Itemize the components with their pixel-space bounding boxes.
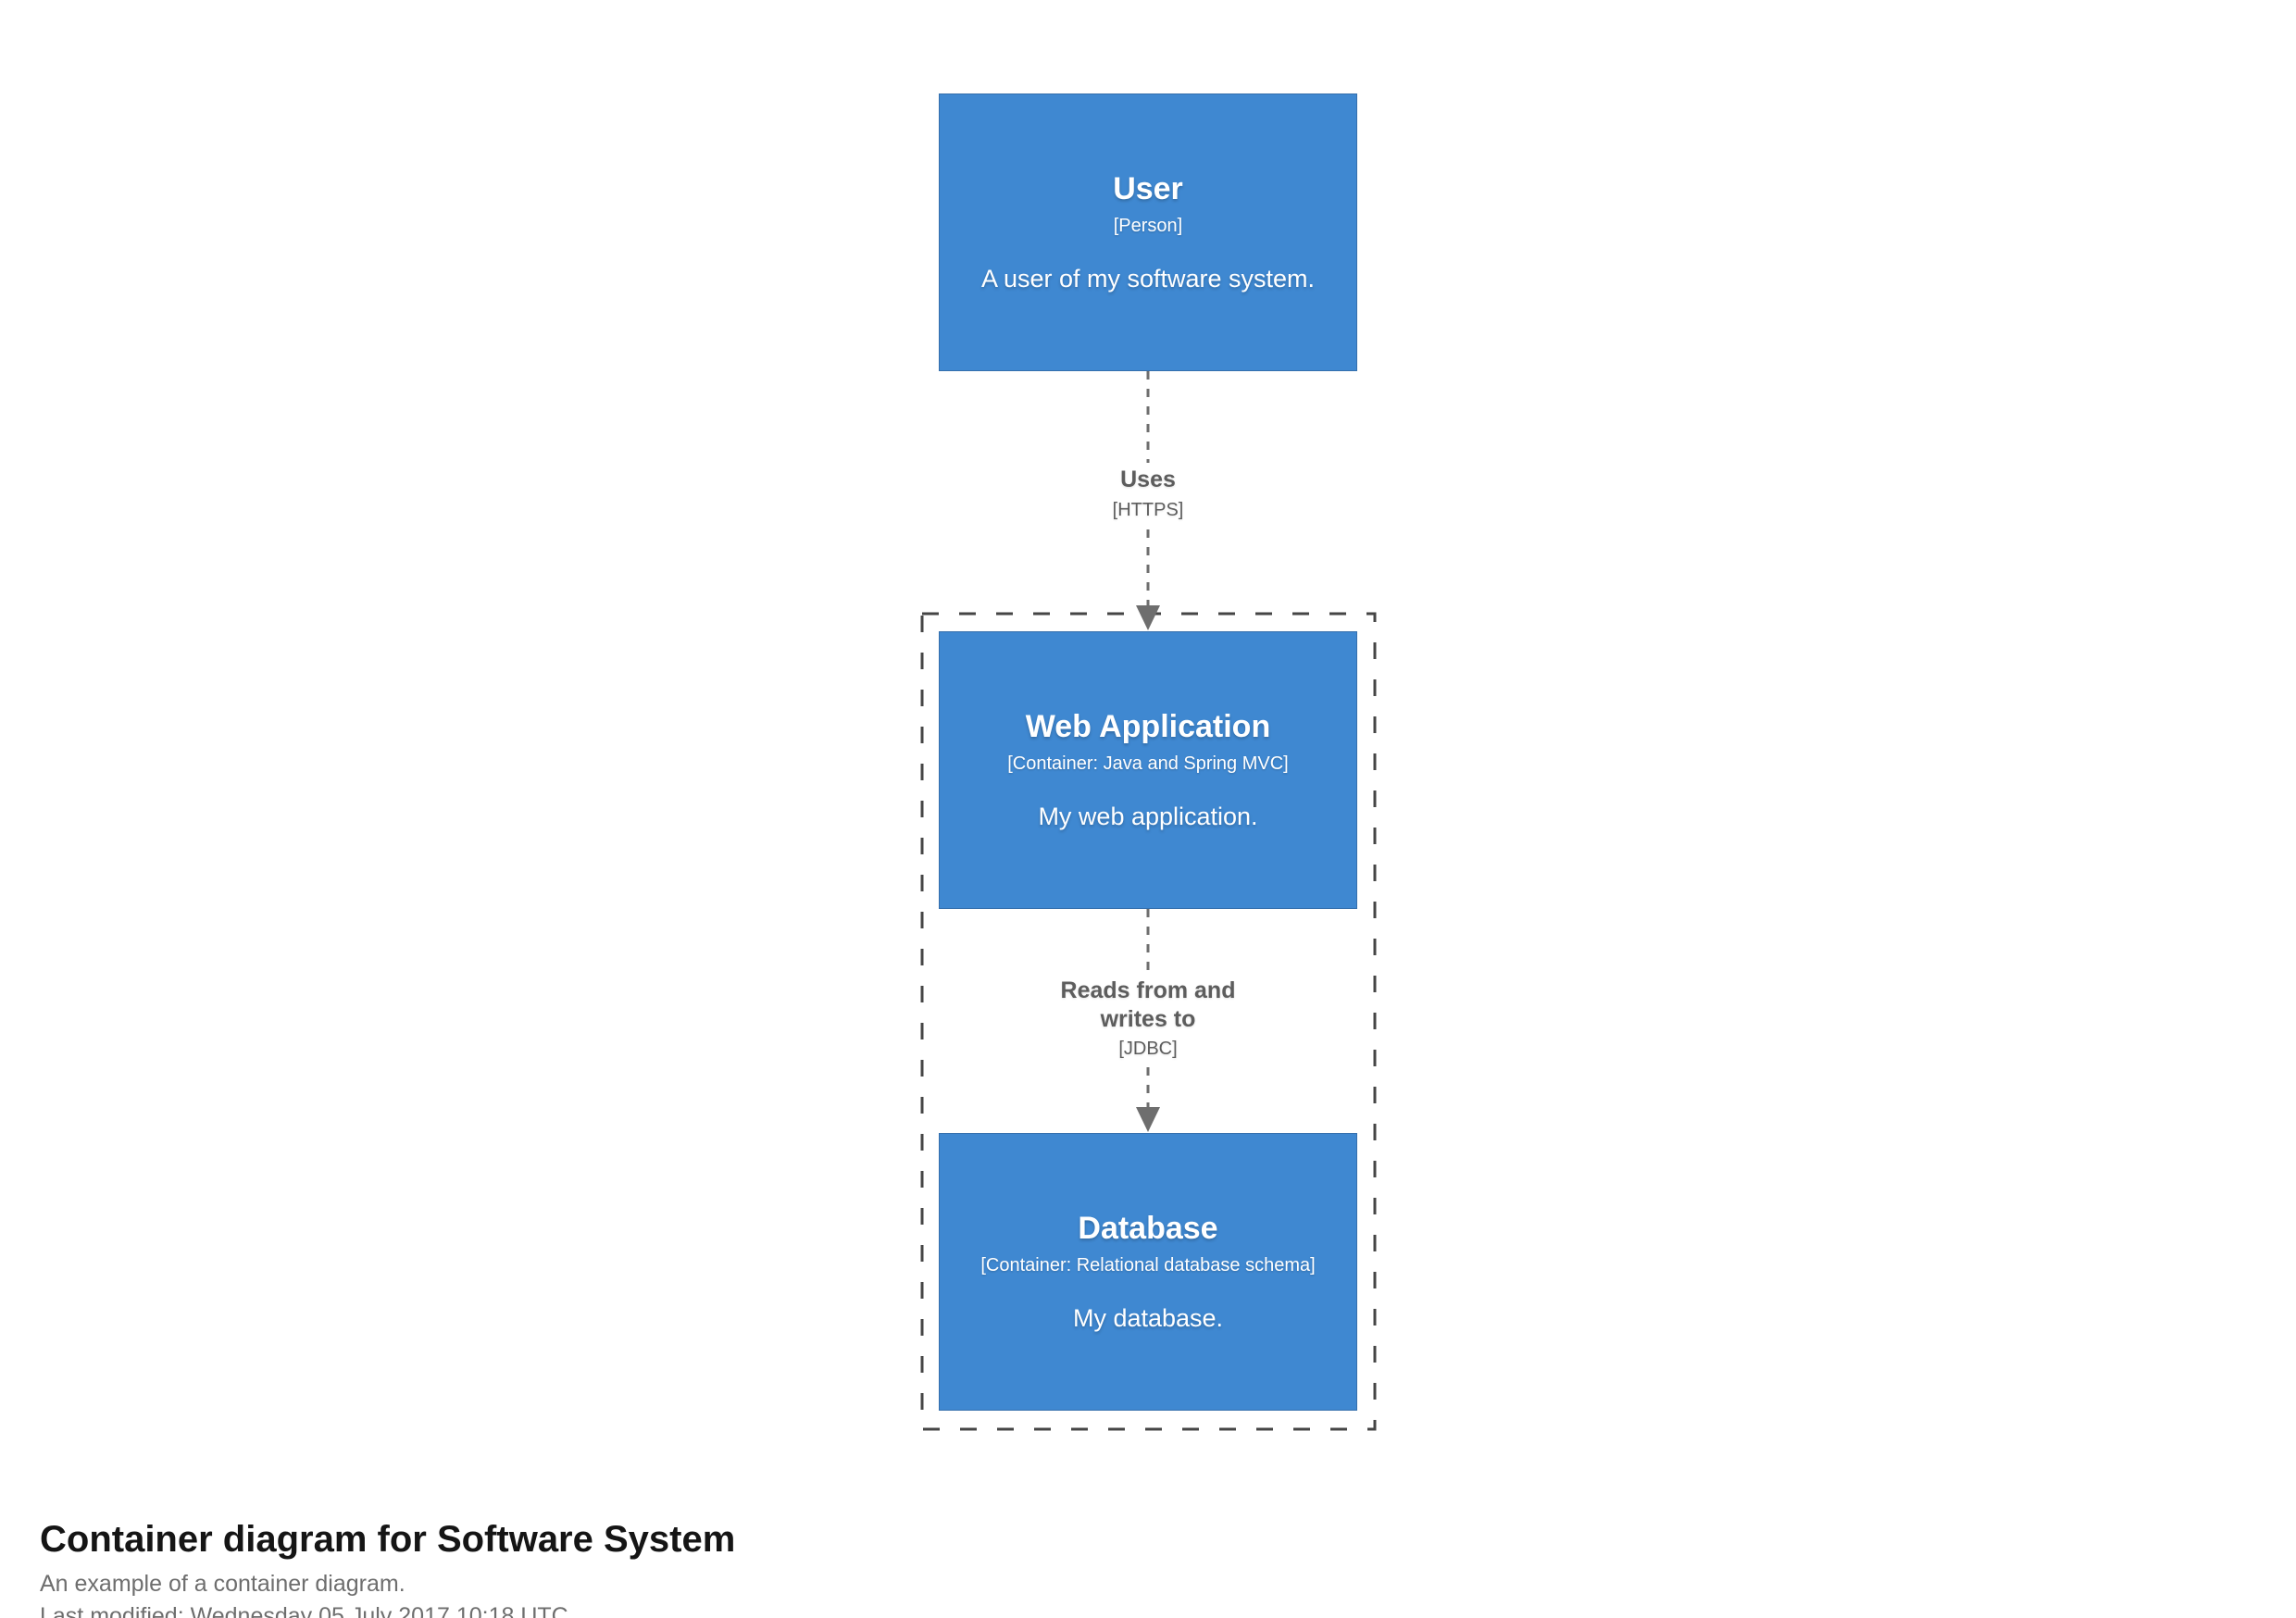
node-web-application-meta: [Container: Java and Spring MVC] — [1007, 753, 1289, 774]
node-web-application[interactable]: Web Application [Container: Java and Spr… — [939, 631, 1357, 909]
node-web-application-title: Web Application — [1025, 708, 1271, 744]
diagram-last-modified: Last modified: Wednesday 05 July 2017 10… — [40, 1603, 568, 1618]
edge-reads-writes-label-text: Reads from and writes to — [1060, 977, 1236, 1032]
edge-uses-label-text: Uses — [1120, 467, 1176, 492]
edge-uses-arrowhead-icon — [1136, 605, 1160, 630]
node-database-description: My database. — [1072, 1303, 1224, 1332]
edge-reads-writes-technology: [JDBC] — [1118, 1039, 1178, 1059]
diagram-footer: Container diagram for Software System An… — [40, 1518, 735, 1618]
edge-reads-writes-arrowhead-icon — [1136, 1107, 1160, 1132]
edge-reads-writes-label: Reads from and writes to [JDBC] — [1023, 974, 1273, 1064]
diagram-title: Container diagram for Software System — [40, 1519, 736, 1560]
node-user-meta: [Person] — [1113, 215, 1183, 236]
node-database[interactable]: Database [Container: Relational database… — [939, 1133, 1357, 1411]
diagram-description: An example of a container diagram. — [40, 1571, 406, 1597]
node-database-meta: [Container: Relational database schema] — [980, 1254, 1316, 1276]
edge-uses-technology: [HTTPS] — [1112, 499, 1184, 520]
node-user-title: User — [1113, 170, 1183, 206]
node-database-title: Database — [1078, 1210, 1218, 1246]
edge-uses-label: Uses [HTTPS] — [1103, 463, 1193, 525]
node-web-application-description: My web application. — [1038, 802, 1258, 830]
node-user[interactable]: User [Person] A user of my software syst… — [939, 93, 1357, 371]
node-user-description: A user of my software system. — [980, 264, 1316, 292]
